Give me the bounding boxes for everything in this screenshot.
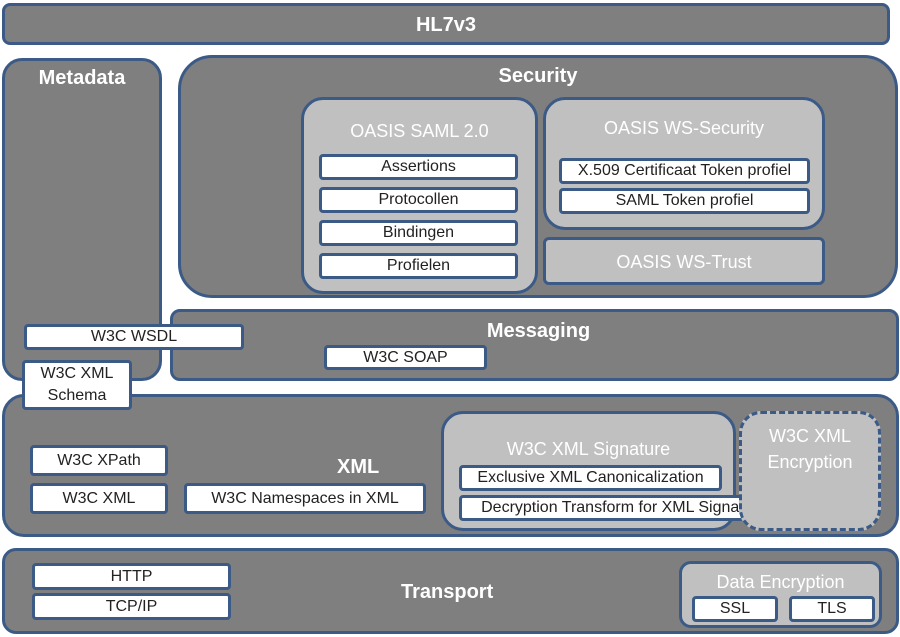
ssl-box: SSL: [692, 596, 778, 622]
saml-group: OASIS SAML 2.0 Assertions Protocollen Bi…: [301, 97, 538, 294]
w3c-xml-schema-box: W3C XML Schema: [22, 360, 132, 410]
transport-title: Transport: [401, 581, 494, 603]
saml-protocols: Protocollen: [319, 187, 518, 213]
security-layer: Security OASIS SAML 2.0 Assertions Proto…: [178, 55, 898, 298]
xml-encryption-line2: Encryption: [767, 452, 853, 472]
tcpip-box: TCP/IP: [32, 593, 231, 620]
hl7v3-layer: HL7v3: [2, 3, 890, 45]
messaging-layer: Messaging: [170, 309, 899, 381]
saml-bindings: Bindingen: [319, 220, 518, 246]
metadata-title: Metadata: [38, 67, 126, 89]
saml-token-profile: SAML Token profiel: [559, 188, 810, 214]
decryption-transform: Decryption Transform for XML Signature: [459, 495, 789, 521]
w3c-xml-schema-line1: W3C XML: [40, 365, 114, 382]
messaging-title: Messaging: [486, 320, 591, 342]
xml-signature-title: W3C XML Signature: [506, 439, 671, 459]
xml-title: XML: [337, 456, 380, 478]
w3c-xml-schema-line2: Schema: [47, 387, 107, 404]
xml-encryption-group: W3C XML Encryption: [739, 411, 881, 531]
ws-trust-title: OASIS WS-Trust: [616, 252, 752, 272]
ws-trust-group: OASIS WS-Trust: [543, 237, 825, 285]
x509-token-profile: X.509 Certificaat Token profiel: [559, 158, 810, 184]
hl7v3-title: HL7v3: [415, 14, 477, 36]
data-encryption-title: Data Encryption: [716, 572, 845, 592]
saml-assertions: Assertions: [319, 154, 518, 180]
data-encryption-group: Data Encryption SSL TLS: [679, 561, 882, 628]
xml-signature-group: W3C XML Signature Exclusive XML Canonica…: [441, 411, 789, 531]
ws-security-group: OASIS WS-Security X.509 Certificaat Toke…: [543, 97, 825, 230]
transport-layer: Transport HTTP TCP/IP Data Encryption SS…: [2, 548, 899, 634]
ws-security-title: OASIS WS-Security: [603, 118, 765, 138]
w3c-namespaces-box: W3C Namespaces in XML: [184, 483, 426, 514]
http-box: HTTP: [32, 563, 231, 590]
saml-title: OASIS SAML 2.0: [350, 121, 489, 141]
w3c-xml-box: W3C XML: [30, 483, 168, 514]
w3c-xpath-box: W3C XPath: [30, 445, 168, 476]
w3c-soap-box: W3C SOAP: [324, 345, 487, 370]
w3c-wsdl-box: W3C WSDL: [24, 324, 244, 350]
saml-profiles: Profielen: [319, 253, 518, 279]
security-title: Security: [498, 65, 578, 87]
exclusive-canonicalization: Exclusive XML Canonicalization: [459, 465, 722, 491]
xml-layer: XML W3C XML Signature Exclusive XML Cano…: [2, 394, 899, 537]
tls-box: TLS: [789, 596, 875, 622]
xml-encryption-line1: W3C XML: [768, 426, 851, 446]
